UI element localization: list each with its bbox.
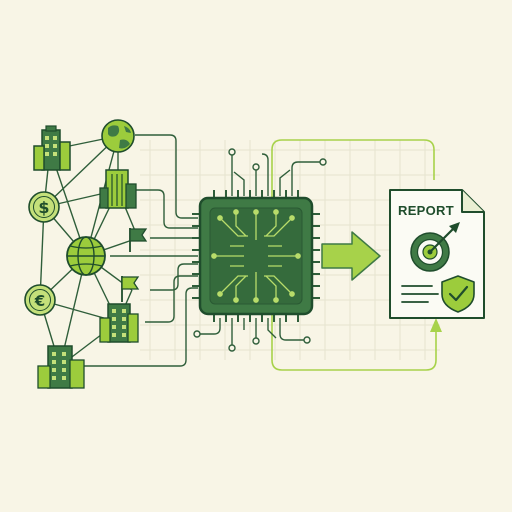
feedback-loop: [271, 139, 437, 371]
chip-pins: [192, 190, 320, 322]
report-title: REPORT: [398, 203, 454, 218]
processor-chip-icon: [192, 190, 320, 322]
chip-circuit-traces: [211, 209, 301, 303]
euro-coin-icon: €: [24, 284, 56, 316]
shield-check-icon: [441, 275, 475, 313]
dollar-coin-icon: $: [28, 191, 60, 223]
office-building-icon: [99, 169, 137, 209]
globe-icon: [66, 236, 106, 276]
input-wires: [80, 134, 198, 367]
chip-leads: [193, 148, 327, 352]
flag-icon: [121, 276, 140, 302]
office-building-icon: [99, 303, 139, 343]
svg-text:$: $: [38, 198, 49, 217]
office-building-icon: [33, 125, 71, 171]
svg-text:€: €: [34, 292, 45, 310]
feedback-arrowhead: [430, 318, 442, 332]
flag-icon: [129, 228, 148, 252]
report-document: REPORT: [389, 189, 485, 319]
arrow-right-icon: [321, 231, 381, 281]
office-building-icon: [37, 345, 85, 389]
report-text-lines: [401, 285, 439, 303]
target-icon: [410, 222, 460, 272]
globe-icon: [101, 119, 135, 153]
